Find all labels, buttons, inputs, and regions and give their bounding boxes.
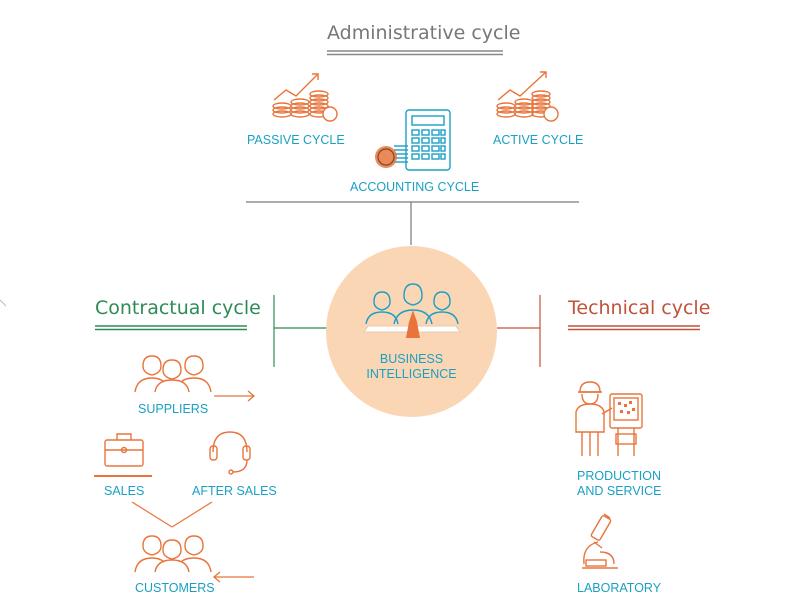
briefcase-icon	[104, 433, 144, 467]
business-label: BUSINESS	[379, 352, 444, 366]
laboratory-label: LABORATORY	[577, 581, 662, 595]
administrative-title: Administrative cycle	[327, 22, 521, 44]
customers-label: CUSTOMERS	[135, 581, 215, 595]
suppliers-arrow-icon	[214, 390, 256, 402]
accounting-cycle-label: ACCOUNTING CYCLE	[350, 180, 480, 194]
contractual-title-underline	[95, 325, 247, 331]
and-service-label: AND SERVICE	[577, 484, 662, 498]
coins-growth-icon	[496, 71, 559, 122]
production-service-label: PRODUCTION AND SERVICE	[577, 469, 662, 499]
business-intelligence-label: BUSINESS INTELLIGENCE	[340, 352, 483, 382]
intelligence-label: INTELLIGENCE	[366, 367, 457, 381]
passive-cycle-label: PASSIVE CYCLE	[247, 133, 345, 147]
v-connector-left	[131, 501, 173, 528]
technical-title-underline	[568, 325, 700, 331]
v-connector-right	[171, 501, 213, 528]
after-sales-label: AFTER SALES	[192, 484, 277, 498]
administrative-title-underline	[327, 50, 503, 56]
sales-label: SALES	[104, 484, 145, 498]
worker-machine-icon	[575, 381, 643, 456]
customers-arrow-icon	[212, 571, 254, 583]
coins-growth-icon	[272, 73, 338, 122]
technical-title: Technical cycle	[568, 297, 711, 319]
edge-mark	[0, 299, 7, 307]
contractual-title: Contractual cycle	[95, 297, 261, 319]
microscope-icon	[582, 513, 618, 569]
people-group-icon	[134, 355, 212, 393]
production-label: PRODUCTION	[577, 469, 662, 483]
headset-icon	[209, 431, 251, 475]
team-meeting-icon	[363, 283, 461, 338]
calculator-icon	[375, 109, 451, 171]
people-group-icon	[134, 535, 212, 573]
active-cycle-label: ACTIVE CYCLE	[493, 133, 584, 147]
suppliers-label: SUPPLIERS	[138, 402, 209, 416]
